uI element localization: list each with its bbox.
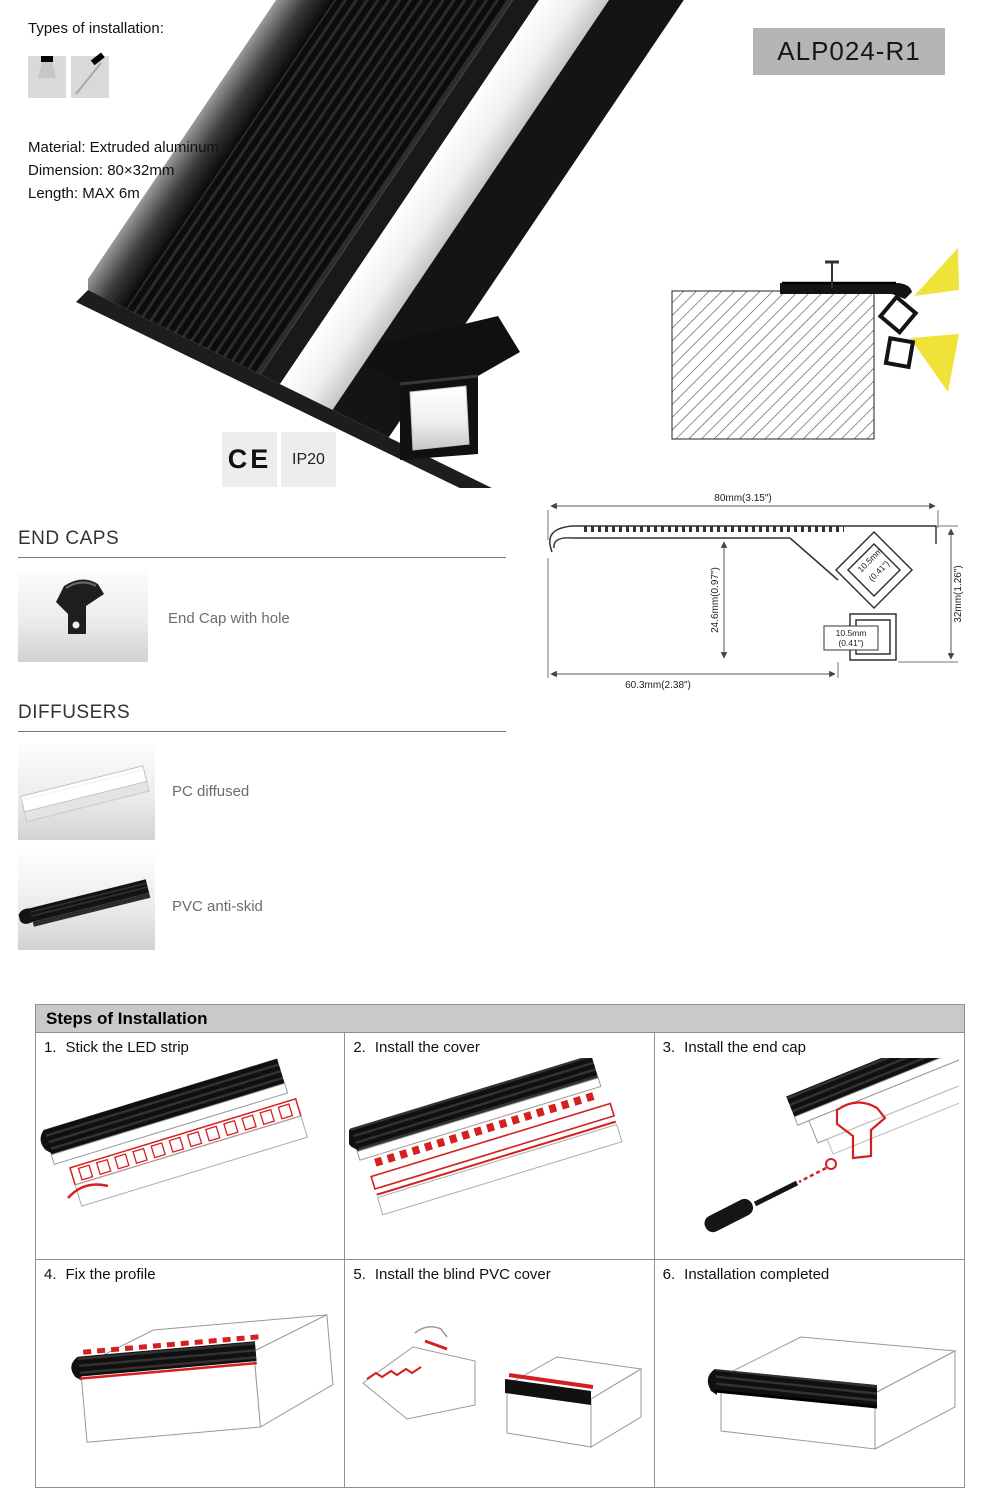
diffusers-heading: DIFFUSERS <box>18 702 131 723</box>
profile-diffuser-strip <box>141 0 730 488</box>
step-2-illustration <box>349 1058 624 1216</box>
end-cap-label: End Cap with hole <box>168 610 290 627</box>
cover <box>370 1102 616 1190</box>
end-cap-image-tile <box>18 570 148 662</box>
end-cap-hole <box>72 621 80 629</box>
profile-band <box>77 1341 257 1377</box>
pvc-diffuser-image <box>18 879 151 927</box>
steps-of-installation-section: Steps of Installation 1.Stick the LED st… <box>35 1004 965 1488</box>
dim-slot-b-label-2: (0.41") <box>838 638 863 648</box>
finished-profile <box>715 1369 878 1407</box>
pvc-diffuser-tile <box>18 854 155 950</box>
profile-section-outline <box>549 525 937 661</box>
step-4-illustration <box>71 1314 334 1443</box>
step-2-cell: 2.Install the cover <box>345 1033 655 1260</box>
step-3-cell: 3.Install the end cap <box>654 1033 964 1260</box>
step-4-label: 4.Fix the profile <box>44 1266 156 1283</box>
ip-text: IP20 <box>292 450 325 468</box>
end-cap-red <box>836 1101 887 1160</box>
step-5-illustration <box>362 1326 643 1448</box>
step-6-label: 6.Installation completed <box>662 1266 830 1283</box>
model-number: ALP024-R1 <box>777 36 921 66</box>
dim-width-label: 80mm(3.15") <box>714 493 771 504</box>
screw <box>798 1166 827 1184</box>
step-1-illustration <box>40 1058 309 1207</box>
dim-slot-b-box <box>823 625 879 651</box>
model-number-badge: ALP024-R1 <box>753 28 945 75</box>
profile-bottom-channel <box>366 316 520 460</box>
stair-cross-section <box>671 290 875 440</box>
dim-bottom-label: 60.3mm(2.38") <box>625 680 691 691</box>
step-6-cell: 6.Installation completed <box>655 1260 964 1487</box>
installation-type-icons <box>28 50 109 100</box>
dim-depth-label: 24.6mm(0.97") <box>710 567 721 633</box>
end-caps-divider <box>18 557 506 558</box>
step-1-label: 1.Stick the LED strip <box>44 1039 189 1056</box>
dimension-line: Dimension: 80×32mm <box>28 162 175 179</box>
surface-mount-icon <box>28 56 66 98</box>
block-detail <box>505 1356 643 1448</box>
product-photo <box>76 0 730 488</box>
dim-height-label: 32mm(1.26") <box>953 565 964 622</box>
installation-diagram <box>671 248 959 440</box>
steps-heading: Steps of Installation <box>36 1005 964 1033</box>
step-6-illustration <box>708 1336 958 1450</box>
corner-detail <box>362 1326 476 1420</box>
light-beam-down <box>910 334 959 392</box>
pvc-diffuser-label: PVC anti-skid <box>172 898 263 915</box>
mounted-profile <box>780 260 919 370</box>
length-line: Length: MAX 6m <box>28 185 140 202</box>
material-line: Material: Extruded aluminum <box>28 139 219 156</box>
pc-diffuser-tile <box>18 744 155 840</box>
pc-diffuser-image <box>19 765 150 823</box>
end-cap-image <box>56 579 104 634</box>
step-3-illustration <box>704 1058 960 1233</box>
step-2-label: 2.Install the cover <box>353 1039 480 1056</box>
types-of-installation-label: Types of installation: <box>28 20 164 37</box>
steps-grid: 1.Stick the LED strip <box>36 1033 964 1487</box>
corner-mount-icon <box>71 52 109 98</box>
dim-slot-b-label-1: 10.5mm <box>836 628 867 638</box>
screwdriver <box>704 1180 799 1233</box>
ce-mark: CE <box>222 432 277 487</box>
ce-text: CE <box>227 444 272 474</box>
light-beam-up <box>914 248 959 296</box>
step-1-cell: 1.Stick the LED strip <box>36 1033 346 1260</box>
step-5-label: 5.Install the blind PVC cover <box>353 1266 551 1283</box>
step-5-cell: 5.Install the blind PVC cover <box>345 1260 655 1487</box>
diffusers-divider <box>18 731 506 732</box>
step-3-label: 3.Install the end cap <box>662 1039 806 1056</box>
end-caps-heading: END CAPS <box>18 528 120 549</box>
ip-rating: IP20 <box>281 432 336 487</box>
profile-nose <box>88 0 674 488</box>
pc-diffuser-label: PC diffused <box>172 783 250 800</box>
material-specs: Material: Extruded aluminum Dimension: 8… <box>28 136 219 205</box>
step-4-cell: 4.Fix the profile <box>36 1260 346 1487</box>
dimension-drawing: 80mm(3.15") 32mm(1.26") 24.6mm(0.97") 60… <box>547 493 964 691</box>
